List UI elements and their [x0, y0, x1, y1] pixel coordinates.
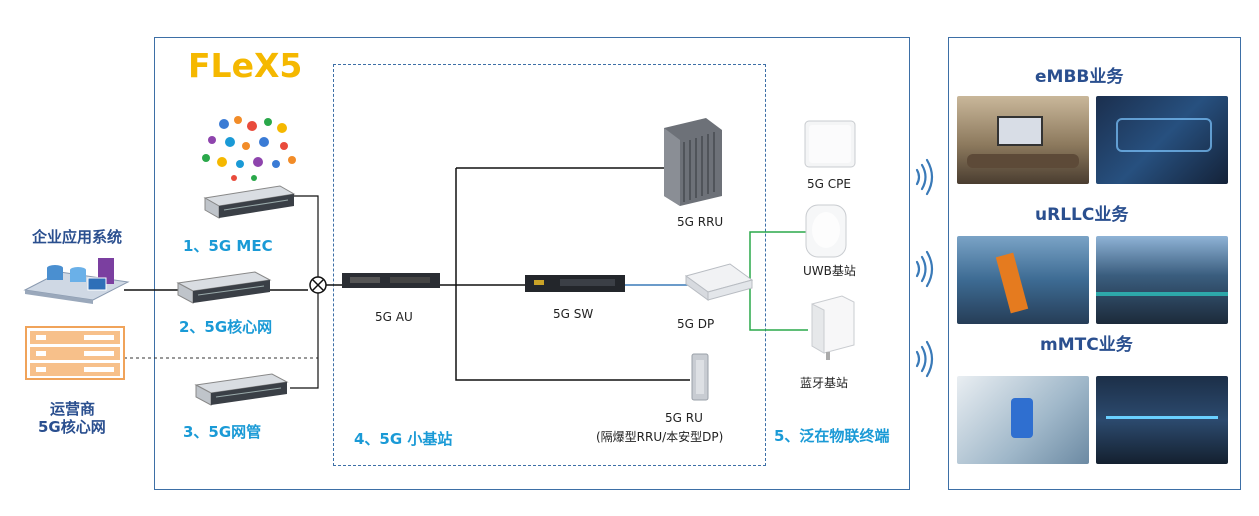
- mec-label: 1、5G MEC: [183, 237, 273, 255]
- operator-rack-icon: [25, 326, 125, 380]
- enterprise-label: 企业应用系统: [32, 228, 123, 246]
- mmtc-photo-warehouse: [1096, 376, 1228, 464]
- dp-device-icon: [684, 263, 754, 301]
- ru-device-icon: [691, 353, 709, 401]
- small-cell-section-label: 4、5G 小基站: [354, 430, 453, 448]
- operator-label-line1: 运营商: [50, 400, 96, 418]
- service-title-embb: eMBB业务: [1035, 67, 1124, 87]
- wireless-icon: [915, 158, 934, 378]
- core-label: 2、5G核心网: [179, 318, 273, 336]
- service-title-mmtc: mMTC业务: [1040, 335, 1133, 355]
- au-device-icon: [342, 273, 440, 288]
- uwb-device-icon: [805, 204, 847, 258]
- cpe-device-icon: [804, 120, 856, 168]
- services-frame: [948, 37, 1241, 490]
- ru-label-line1: 5G RU: [665, 411, 703, 425]
- urllc-photo-factory: [957, 236, 1089, 324]
- ru-label-line2: (隔爆型RRU/本安型DP): [596, 430, 724, 444]
- enterprise-system-icon: [23, 258, 130, 304]
- cpe-label: 5G CPE: [807, 177, 851, 191]
- embb-photo-meeting: [957, 96, 1089, 184]
- rru-label: 5G RRU: [677, 215, 724, 229]
- bluetooth-device-icon: [811, 295, 855, 360]
- flex5-frame: [154, 37, 910, 490]
- page-title: FLeX5: [188, 46, 303, 85]
- app-icons-cloud: [194, 112, 302, 184]
- urllc-photo-traffic: [1096, 236, 1228, 324]
- uwb-label: UWB基站: [803, 264, 856, 278]
- nms-label: 3、5G网管: [183, 423, 262, 441]
- app-icons: [202, 116, 296, 181]
- dp-label: 5G DP: [677, 317, 715, 331]
- rru-device-icon: [664, 118, 722, 206]
- sw-label: 5G SW: [553, 307, 594, 321]
- sw-device-icon: [525, 275, 625, 292]
- iot-section-label: 5、泛在物联终端: [774, 427, 890, 445]
- bt-label: 蓝牙基站: [800, 376, 849, 390]
- embb-photo-hologram: [1096, 96, 1228, 184]
- nms-server-icon: [194, 373, 289, 406]
- mmtc-photo-hand: [957, 376, 1089, 464]
- au-label: 5G AU: [375, 310, 413, 324]
- core-server-icon: [176, 271, 272, 304]
- small-cell-frame: [333, 64, 766, 466]
- mec-server-icon: [203, 185, 296, 219]
- service-title-urllc: uRLLC业务: [1035, 205, 1129, 225]
- operator-label-line2: 5G核心网: [38, 418, 106, 436]
